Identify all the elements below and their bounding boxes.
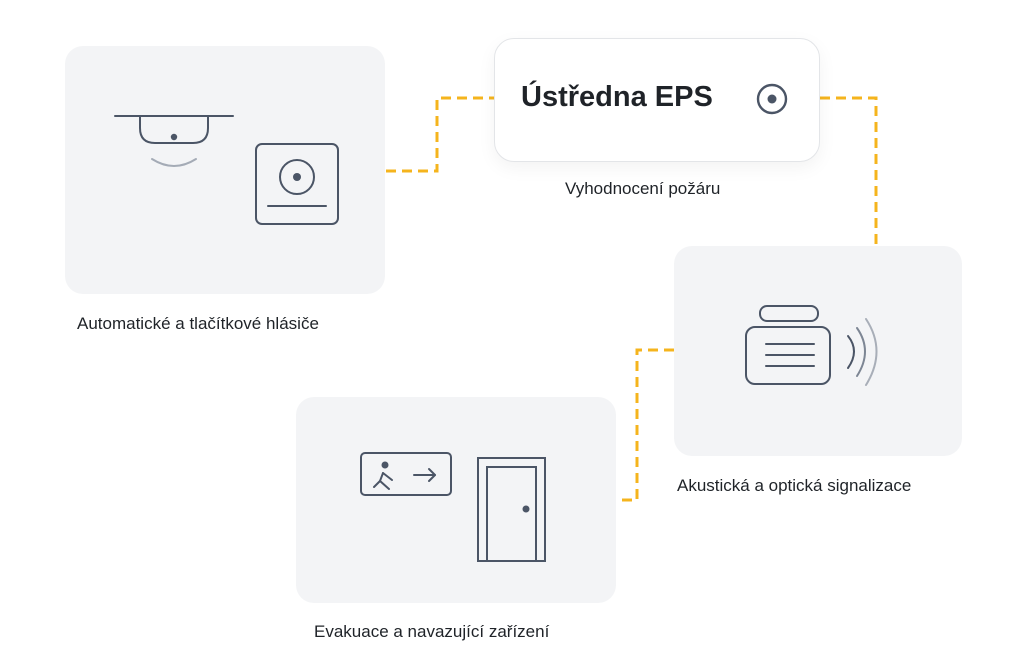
evacuation-label: Evakuace a navazující zařízení — [314, 622, 550, 641]
signaling-card — [674, 246, 962, 456]
hub-title: Ústředna EPS — [521, 81, 713, 113]
hub-caption: Vyhodnocení požáru — [565, 179, 721, 198]
signaling-label: Akustická a optická signalizace — [677, 476, 912, 495]
ceiling-smoke-detector-icon — [114, 115, 234, 167]
connector-signaling-evacuation — [617, 348, 674, 502]
connector-hub-signaling — [820, 96, 878, 246]
connector-detectors-hub — [386, 96, 494, 173]
detectors-label: Automatické a tlačítkové hlásiče — [77, 314, 319, 333]
door-icon — [477, 457, 546, 562]
hub-card: Ústředna EPS — [494, 38, 820, 162]
manual-call-point-icon — [255, 143, 339, 225]
detectors-card — [65, 46, 385, 294]
target-icon — [756, 83, 788, 115]
evacuation-card — [296, 397, 616, 603]
exit-sign-icon — [360, 452, 452, 496]
siren-icon — [745, 305, 878, 386]
